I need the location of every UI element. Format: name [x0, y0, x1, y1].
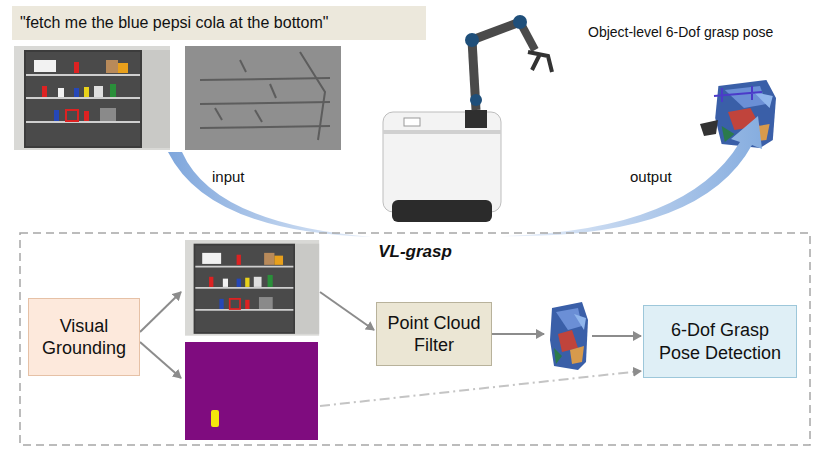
node-text: Visual Grounding — [35, 315, 133, 360]
node-text: Point Cloud Filter — [383, 312, 485, 357]
caption-label: input — [212, 168, 245, 185]
robot-illustration — [383, 15, 552, 222]
process-box: Visual Grounding — [28, 298, 140, 376]
pipeline-frame: VL-graspVisual Grounding Point Cloud Filt… — [20, 233, 810, 445]
process-box: 6-Dof Grasp Pose Detection — [643, 305, 797, 378]
instruction-band: "fetch me the blue pepsi cola at the bot… — [12, 6, 426, 40]
caption-label: Object-level 6-Dof grasp pose — [588, 24, 773, 40]
caption-label: output — [630, 168, 672, 185]
process-box: Point Cloud Filter — [376, 302, 492, 366]
node-text: 6-Dof Grasp Pose Detection — [650, 319, 790, 364]
frame-heading: VL-grasp — [378, 241, 452, 262]
node-text: "fetch me the blue pepsi cola at the bot… — [20, 13, 328, 33]
